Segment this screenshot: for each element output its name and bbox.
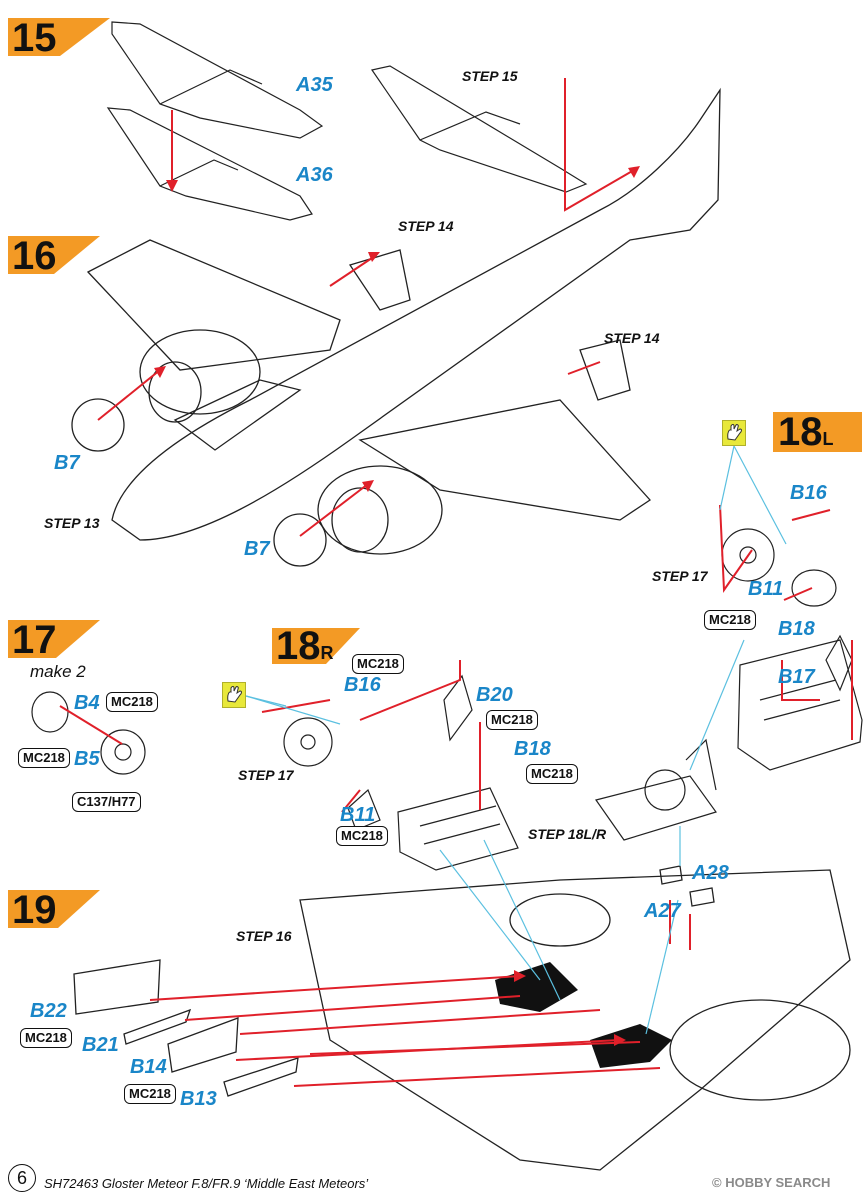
part-a27: A27 xyxy=(644,900,681,922)
paint-mc218-b4: MC218 xyxy=(106,692,158,712)
part-b18-right: B18 xyxy=(778,618,815,640)
step-label-15: STEP 15 xyxy=(462,68,518,84)
assembly-arrows xyxy=(59,78,853,1087)
part-b16-right: B16 xyxy=(790,482,827,504)
arrowheads xyxy=(154,166,640,1046)
part-b11-left: B11 xyxy=(340,804,376,826)
step-number-19: 19 xyxy=(12,888,57,932)
hand-glue-icon xyxy=(722,420,746,446)
step-label-18lr: STEP 18L/R xyxy=(528,826,607,842)
step-label-14-top: STEP 14 xyxy=(398,218,454,234)
step-18r-sub: R xyxy=(320,643,334,663)
step-number-15: 15 xyxy=(12,16,57,60)
tab-19 xyxy=(8,890,100,928)
step-number-17: 17 xyxy=(12,618,57,662)
step-label-17-left: STEP 17 xyxy=(238,767,294,783)
part-b18-left: B18 xyxy=(514,738,551,760)
part-b11-right: B11 xyxy=(748,578,784,600)
tab-15 xyxy=(8,18,110,56)
gear-18l xyxy=(721,528,863,771)
step-18l-num: 18 xyxy=(778,410,823,454)
step-number-16: 16 xyxy=(12,234,57,278)
paint-c137-h77: C137/H77 xyxy=(72,792,141,812)
tab-16 xyxy=(8,236,100,274)
part-a35: A35 xyxy=(296,74,333,96)
step-label-17-right: STEP 17 xyxy=(652,568,708,584)
part-b7-bottom: B7 xyxy=(244,538,270,560)
part-b17: B17 xyxy=(778,666,815,688)
underside-19 xyxy=(73,865,851,1171)
tab-17 xyxy=(8,620,100,658)
tailplane-parts xyxy=(106,21,588,221)
part-b13: B13 xyxy=(180,1088,217,1110)
make-2-note: make 2 xyxy=(30,662,86,681)
step-label-14-right: STEP 14 xyxy=(604,330,660,346)
paint-mc218-b18r: MC218 xyxy=(704,610,756,630)
step-18l-sub: L xyxy=(822,429,834,449)
gear-18r xyxy=(283,674,519,871)
footer-title: SH72463 Gloster Meteor F.8/FR.9 ‘Middle … xyxy=(44,1176,369,1191)
part-b5: B5 xyxy=(74,748,100,770)
tab-18r xyxy=(272,628,360,664)
step-number-18l: 18L xyxy=(778,412,834,459)
aircraft-main xyxy=(71,87,721,567)
watermark: © HOBBY SEARCH xyxy=(712,1175,831,1190)
part-b14: B14 xyxy=(130,1056,167,1078)
paint-mc218-b14: MC218 xyxy=(124,1084,176,1104)
part-b20: B20 xyxy=(476,684,513,706)
page-number: 6 xyxy=(8,1164,36,1192)
part-a28: A28 xyxy=(692,862,729,884)
paint-mc218-b16l: MC218 xyxy=(352,654,404,674)
gear-bay-completed xyxy=(595,738,717,841)
step-number-18r: 18R xyxy=(276,626,334,673)
step-label-16: STEP 16 xyxy=(236,928,292,944)
step-18r-num: 18 xyxy=(276,624,321,668)
hand-glue-icon xyxy=(222,682,246,708)
part-b7-left: B7 xyxy=(54,452,80,474)
paint-mc218-b5: MC218 xyxy=(18,748,70,768)
part-a36: A36 xyxy=(296,164,333,186)
tab-18l xyxy=(773,412,862,452)
step-label-13: STEP 13 xyxy=(44,515,100,531)
part-b21: B21 xyxy=(82,1034,119,1056)
leader-lines xyxy=(245,445,787,1035)
paint-mc218-b11l: MC218 xyxy=(336,826,388,846)
step-tabs xyxy=(8,18,862,928)
part-b16-left: B16 xyxy=(344,674,381,696)
paint-mc218-b18l: MC218 xyxy=(526,764,578,784)
paint-mc218-b22: MC218 xyxy=(20,1028,72,1048)
part-b22: B22 xyxy=(30,1000,67,1022)
paint-mc218-b20: MC218 xyxy=(486,710,538,730)
part-b4: B4 xyxy=(74,692,100,714)
